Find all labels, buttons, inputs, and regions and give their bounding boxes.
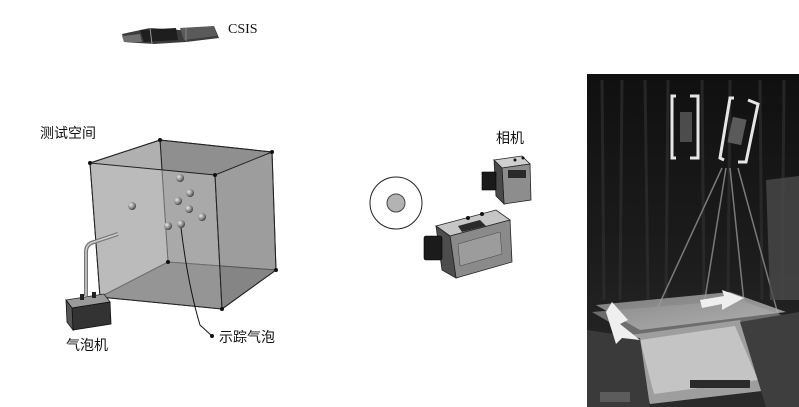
csis-device-icon — [122, 26, 219, 45]
tracer-bubble-pointer — [180, 227, 213, 337]
bubble-machine — [65, 232, 119, 332]
bubble — [177, 220, 185, 228]
camera-label: 相机 — [496, 131, 524, 147]
bubble — [185, 205, 193, 213]
bubble — [186, 189, 194, 197]
experiment-photo — [587, 74, 799, 407]
bubble — [176, 174, 184, 182]
test-space-label: 测试空间 — [40, 126, 96, 142]
bubble — [128, 202, 136, 210]
tracer-bubble-label: 示踪气泡 — [219, 330, 275, 346]
test-space-cube — [88, 138, 278, 311]
bubble-machine-label: 气泡机 — [66, 338, 108, 354]
camera-icon-large — [423, 209, 513, 279]
bubble — [198, 213, 206, 221]
bubble — [174, 197, 182, 205]
bubble — [164, 222, 172, 230]
camera-icon-small — [481, 155, 532, 206]
lens-icon — [369, 176, 423, 230]
csis-label: CSIS — [228, 22, 258, 37]
tracer-bubbles — [128, 174, 206, 230]
